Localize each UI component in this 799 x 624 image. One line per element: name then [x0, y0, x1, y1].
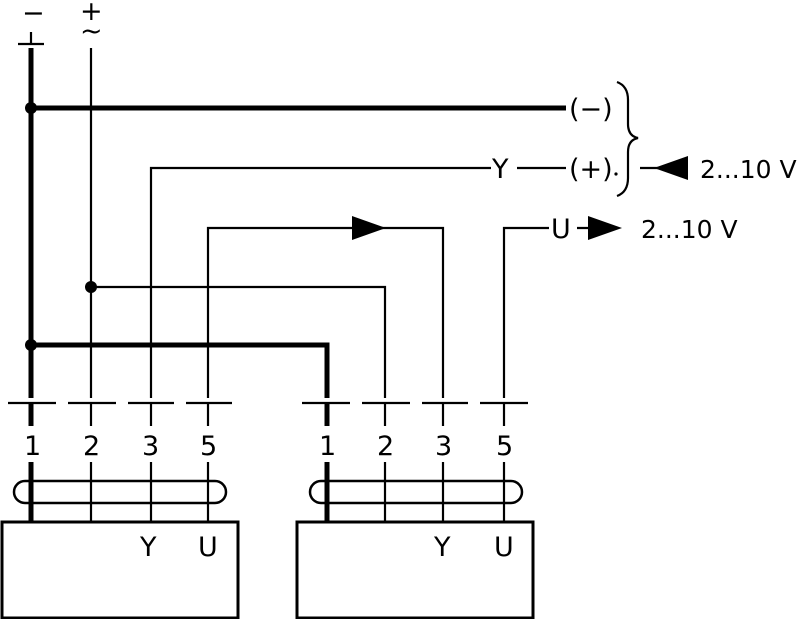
junction-neg: [25, 102, 37, 114]
signal-brace: [616, 80, 639, 198]
actuator-left-u: U: [198, 532, 218, 563]
junction-ground: [25, 339, 37, 351]
actuator-left: [0, 520, 240, 620]
actuator-right: [295, 520, 535, 620]
pos-dot: [614, 172, 618, 176]
output-arrow-head: [588, 216, 622, 240]
input-range-label: 2...10 V: [700, 155, 797, 184]
terminal-left-2: 2: [83, 431, 100, 462]
junction-supply: [85, 281, 97, 293]
terminal-left-5: 5: [200, 431, 217, 462]
wire-y-left: [149, 166, 491, 398]
y-signal-label: Y: [491, 154, 509, 185]
wire-supply-right: [91, 285, 387, 398]
actuator-left-y: Y: [139, 532, 157, 563]
cable-sheath-right: [308, 479, 524, 505]
neg-label: (−): [569, 94, 613, 125]
pos-label: (+): [569, 154, 613, 185]
output-range-label: 2...10 V: [641, 215, 738, 244]
wire-u-right: [502, 226, 549, 398]
terminal-right-3: 3: [435, 431, 452, 462]
terminal-right-1: 1: [319, 431, 336, 462]
wire-ground-right: [31, 342, 330, 398]
cable-sheath-left: [12, 479, 228, 505]
u-signal-label: U: [551, 214, 571, 245]
actuator-right-u: U: [494, 532, 514, 563]
actuator-right-y: Y: [433, 532, 451, 563]
terminal-stubs: [28, 404, 506, 426]
minus-symbol: −: [22, 0, 45, 29]
input-arrow-head: [654, 156, 688, 180]
terminal-left-3: 3: [142, 431, 159, 462]
terminal-right-2: 2: [377, 431, 394, 462]
tilde-symbol: ~: [80, 16, 103, 47]
plus-symbol: +: [80, 0, 103, 27]
wire-u-to-y-right: [206, 226, 445, 398]
feed-arrow-head: [352, 216, 386, 240]
terminal-left-1: 1: [24, 431, 41, 462]
terminal-right-5: 5: [496, 431, 513, 462]
